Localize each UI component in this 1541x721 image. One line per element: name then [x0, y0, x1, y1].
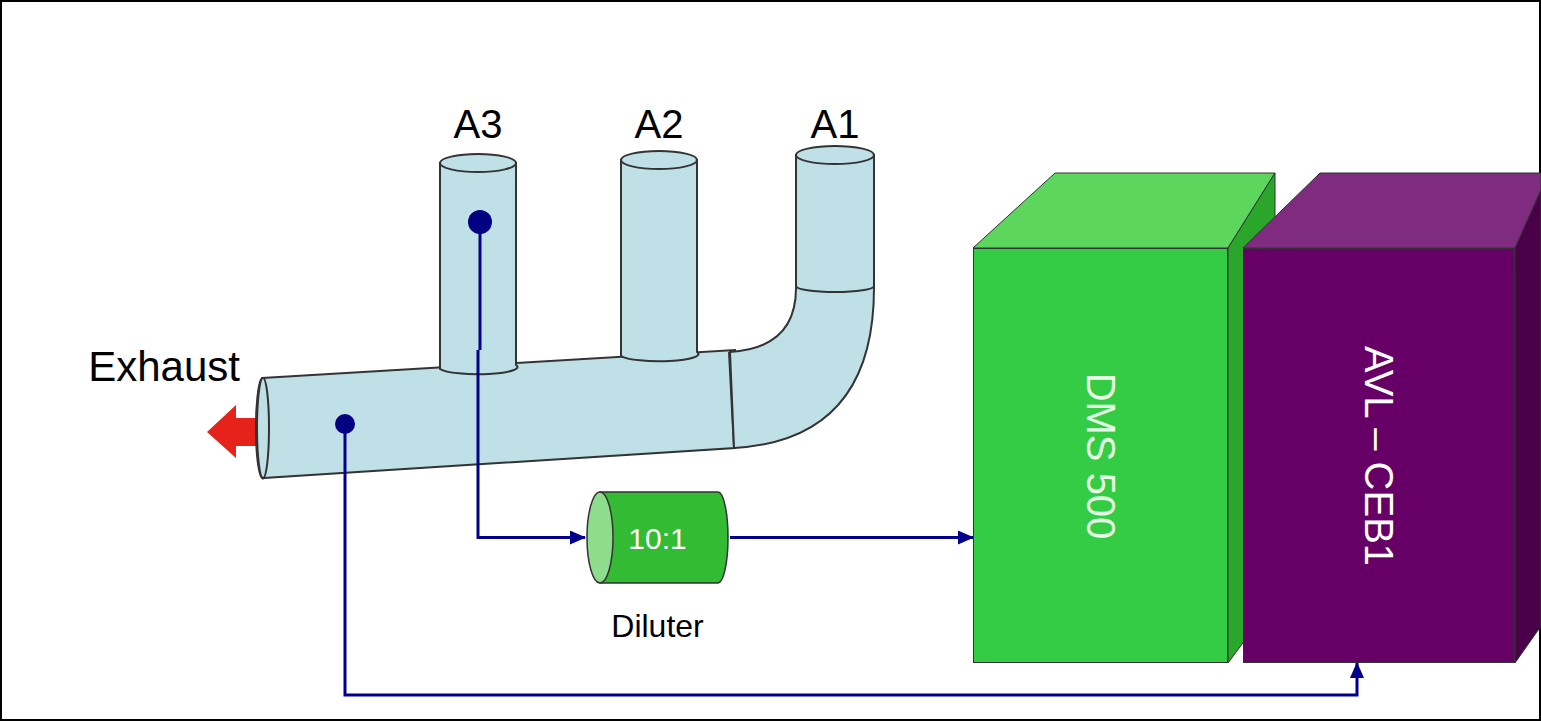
pipe-opening [621, 151, 697, 169]
pipe-label: A3 [454, 102, 503, 146]
vertical-pipe [440, 163, 518, 374]
box-top [973, 173, 1275, 248]
exhaust-arrow [207, 405, 260, 458]
analyser-box: AVL – CEB1 [1243, 248, 1515, 663]
pipe-label: A1 [811, 102, 860, 146]
elbow-pipe [730, 155, 874, 448]
device-label: DMS 500 [1079, 372, 1123, 539]
pipe-opening [796, 146, 874, 164]
diluter-cylinder: 10:1Diluter [585, 490, 730, 585]
analyser-box: DMS 500 [973, 248, 1228, 663]
pipe-opening [440, 154, 516, 172]
ratio-label: 10:1 [628, 521, 686, 554]
pipe-label: Exhaust [88, 344, 240, 390]
device-label: AVL – CEB1 [1357, 345, 1401, 565]
sample-line [479, 222, 482, 350]
sample-point [335, 414, 355, 434]
device-label: Diluter [611, 609, 703, 644]
sample-pipe: A3 [440, 150, 516, 350]
pipe-end [257, 378, 269, 478]
sample-pipe: A2 [621, 150, 697, 350]
box-side [1515, 190, 1541, 663]
box-top [1243, 173, 1541, 248]
pipe-seam [796, 286, 874, 292]
sample-line [478, 350, 585, 538]
sample-line [730, 536, 973, 539]
sample-point [468, 210, 492, 234]
vertical-pipe [621, 160, 699, 361]
exhaust-pipe: Exhaust [258, 350, 740, 478]
pipe-label: A2 [635, 102, 684, 146]
sample-pipe: A1 [796, 150, 874, 290]
